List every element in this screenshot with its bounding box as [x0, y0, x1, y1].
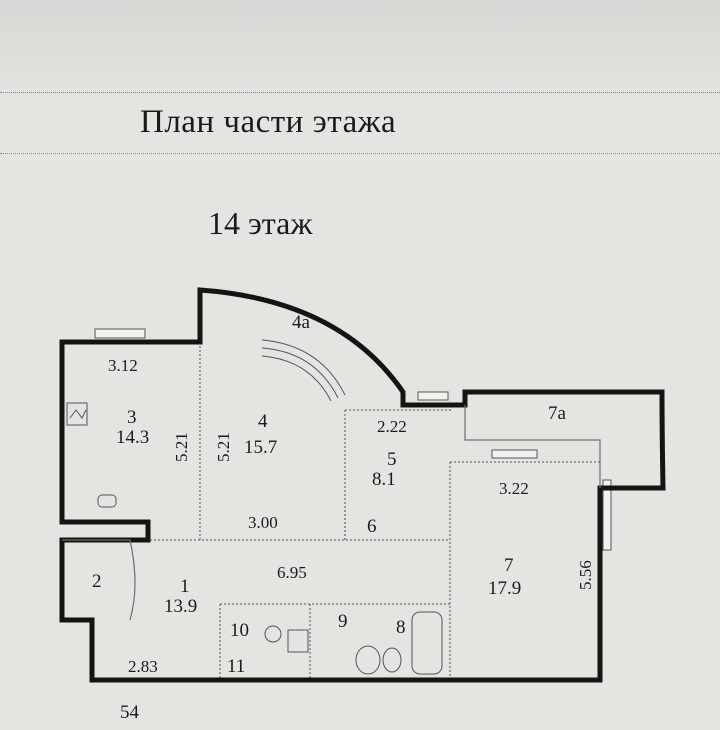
glazing-line-2	[261, 347, 339, 399]
fixtures	[66, 402, 443, 675]
divider-line-top	[0, 92, 720, 93]
plan-title: План части этажа	[140, 104, 397, 140]
bathtub-icon	[411, 611, 443, 675]
room-2-number: 2	[92, 571, 102, 592]
room-1-area: 13.9	[164, 596, 197, 617]
toilet-icon	[355, 645, 381, 675]
room-1-number: 1	[180, 576, 190, 597]
outer-wall	[59, 287, 666, 683]
room-3-number: 3	[127, 407, 137, 428]
window-room-5	[417, 391, 449, 401]
dim-3-00: 3.00	[248, 513, 278, 532]
bidet-icon	[382, 647, 402, 673]
washer-icon	[287, 629, 309, 653]
loggia-4a-glazing	[261, 339, 346, 402]
room-4-area: 15.7	[244, 437, 277, 458]
room-4a-number: 4a	[292, 312, 311, 333]
room-8-number: 8	[396, 617, 406, 638]
room-7-number: 7	[504, 555, 514, 576]
dim-2-22: 2.22	[377, 417, 407, 436]
dimension-labels: 3.12 5.21 5.21 3.00 2.22 3.22 5.56 6.95 …	[108, 356, 595, 676]
room-7a-number: 7a	[548, 403, 567, 424]
window-room-7	[491, 449, 538, 459]
loggia-7a-inner-wall	[464, 405, 601, 488]
room-labels: 2 3 14.3 4 15.7 4a 5 8.1 6 7 17.9 7a 1 1…	[92, 312, 567, 677]
room-3-area: 14.3	[116, 427, 149, 448]
radiator-zigzag-icon	[69, 409, 87, 419]
room-5-number: 5	[387, 449, 397, 470]
room-9-number: 9	[338, 611, 348, 632]
windows	[94, 328, 612, 551]
floor-label: 14 этаж	[208, 205, 313, 241]
room-11-number: 11	[227, 656, 245, 677]
sink-icon	[264, 625, 282, 643]
glazing-line-1	[261, 339, 346, 396]
window-room-7-side	[602, 479, 612, 551]
dim-5-56: 5.56	[576, 560, 595, 590]
top-shadow-band	[0, 0, 720, 95]
room-6-number: 6	[367, 516, 377, 537]
room-2-wall	[62, 539, 136, 621]
glazing-line-3	[261, 355, 332, 402]
dim-2-83: 2.83	[128, 657, 158, 676]
dim-5-21-b: 5.21	[214, 432, 233, 462]
dim-3-12: 3.12	[108, 356, 138, 375]
dim-5-21-a: 5.21	[172, 432, 191, 462]
room-7-area: 17.9	[488, 578, 521, 599]
window-room-3	[94, 328, 146, 339]
radiator-icon	[66, 402, 88, 426]
room-5-area: 8.1	[372, 469, 396, 490]
room-10-number: 10	[230, 620, 249, 641]
footer-number: 54	[120, 702, 140, 723]
boiler-icon	[97, 494, 117, 508]
dim-3-22: 3.22	[499, 479, 529, 498]
room-4-number: 4	[258, 411, 268, 432]
divider-line-title	[0, 153, 720, 154]
dim-6-95: 6.95	[277, 563, 307, 582]
